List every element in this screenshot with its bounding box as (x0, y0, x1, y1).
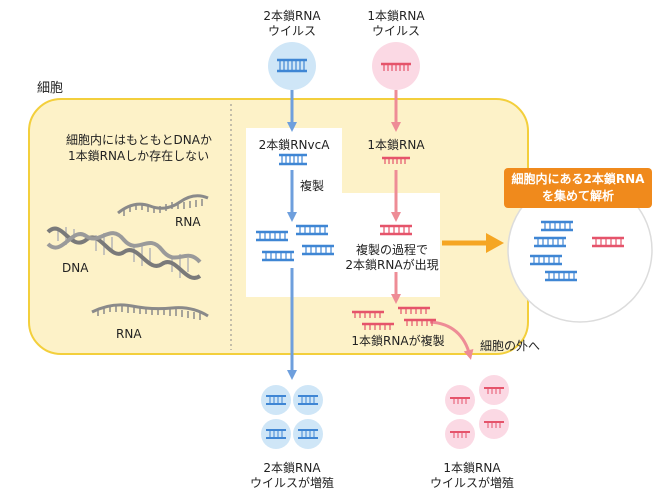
ds-inside-strand (279, 153, 307, 166)
analysis-badge (504, 168, 652, 208)
ss-inside-strand (382, 156, 410, 164)
ss-replicated-strands (352, 306, 436, 330)
ss-double-strand (380, 224, 412, 236)
ss-inside-label: 1本鎖RNA (367, 137, 425, 152)
dna-label: DNA (62, 261, 89, 275)
analysis-arrow (442, 233, 504, 253)
ds-inside-label: 2本鎖RNvcA (259, 137, 331, 152)
ds-virus-cluster (261, 385, 323, 449)
ds-virus-top-line2: ウイルス (268, 24, 316, 38)
rna-label-bottom: RNA (116, 327, 142, 341)
ds-rna-virus-top-strand (277, 58, 307, 73)
analysis-ds-strands (530, 220, 577, 282)
ss-virus-top-line2: ウイルス (372, 24, 420, 38)
ds-virus-top-line1: 2本鎖RNA (263, 8, 321, 23)
ds-multiply-line1: 2本鎖RNA (263, 460, 321, 475)
ss-rna-virus-top-strand (381, 62, 411, 71)
work-area (246, 128, 440, 297)
ss-arrow-outside (429, 320, 474, 360)
ss-replication-label: 1本鎖RNAが複製 (351, 333, 444, 348)
analysis-ss-double-strand (592, 236, 624, 248)
cell-note-line2: 1本鎖RNAしか存在しない (68, 148, 209, 163)
cell-note-line1: 細胞内にはもともとDNAか (66, 133, 212, 147)
ss-multiply-line2: ウイルスが増殖 (430, 475, 514, 490)
analysis-badge-line1: 細胞内にある2本鎖RNA (512, 171, 646, 186)
ds-appears-line1: 複製の過程で (356, 242, 428, 257)
replication-label: 複製 (300, 178, 324, 193)
ds-replicated-strands (256, 224, 334, 262)
ss-virus-cluster (445, 375, 509, 449)
ds-multiply-line2: ウイルスが増殖 (250, 475, 334, 490)
rna-strand-top (117, 194, 209, 216)
analysis-badge-line2: を集めて解析 (542, 188, 614, 203)
rna-label-top: RNA (175, 215, 201, 229)
outside-label: 細胞の外へ (480, 339, 540, 353)
ss-virus-top-line1: 1本鎖RNA (367, 8, 425, 23)
rna-strand-bottom (91, 303, 209, 320)
ss-multiply-line1: 1本鎖RNA (443, 460, 501, 475)
dna-helix (46, 226, 202, 280)
ds-appears-line2: 2本鎖RNAが出現 (345, 257, 438, 272)
cell-label: 細胞 (37, 81, 63, 96)
